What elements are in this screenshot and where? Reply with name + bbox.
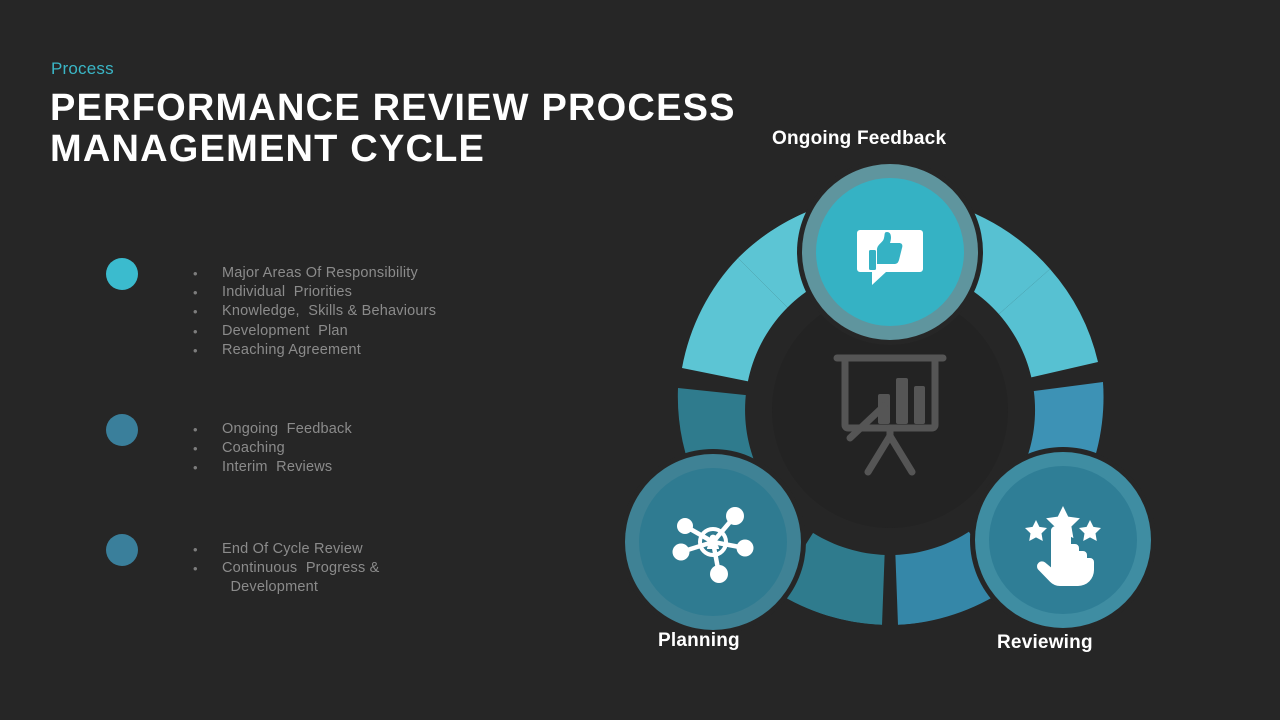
hand-rating-stars-icon [1025,506,1101,586]
list-item: •Interim Reviews [193,458,352,477]
list-item: •Reaching Agreement [193,341,436,360]
presentation-chart-board-icon [833,354,947,476]
list-item: •Knowledge, Skills & Behaviours [193,302,436,321]
cycle-node-ongoing-feedback[interactable] [797,159,983,345]
bullet-marker: • [193,561,198,577]
group-list: •End Of Cycle Review •Continuous Progres… [193,540,380,598]
group-dot [106,534,138,566]
node-label-reviewing: Reviewing [997,632,1093,653]
group-list: •Ongoing Feedback •Coaching •Interim Rev… [193,420,352,478]
list-item: •Individual Priorities [193,283,436,302]
bullet-marker: • [193,285,198,301]
thumbs-up-speech-bubble-icon [857,230,923,285]
bullet-marker: • [193,323,198,339]
group-list: •Major Areas Of Responsibility •Individu… [193,264,436,360]
list-item: •Coaching [193,439,352,458]
bullet-marker: • [193,304,198,320]
eyebrow-label: Process [51,59,114,78]
list-item: •Ongoing Feedback [193,420,352,439]
bullet-groups: •Major Areas Of Responsibility •Individu… [106,256,536,598]
bullet-marker: • [193,460,198,476]
bullet-group: •Ongoing Feedback •Coaching •Interim Rev… [106,412,536,532]
list-item: •Continuous Progress & Development [193,560,380,596]
node-label-planning: Planning [658,630,740,651]
list-item: •Development Plan [193,322,436,341]
list-item: •Major Areas Of Responsibility [193,264,436,283]
bullet-marker: • [193,422,198,437]
bullet-marker: • [193,441,198,457]
node-label-ongoing-feedback: Ongoing Feedback [772,128,947,149]
list-item: •End Of Cycle Review [193,540,380,559]
bullet-marker: • [193,542,198,557]
page-title: PERFORMANCE REVIEW PROCESS MANAGEMENT CY… [50,87,736,170]
network-hub-person-icon [672,507,754,583]
bullet-group: •Major Areas Of Responsibility •Individu… [106,256,536,412]
group-dot [106,414,138,446]
process-cycle-diagram: Ongoing Feedback Planning Reviewing [620,110,1160,680]
bullet-marker: • [193,342,198,358]
bullet-group: •End Of Cycle Review •Continuous Progres… [106,532,536,598]
cycle-node-reviewing[interactable] [970,447,1156,633]
bullet-marker: • [193,266,198,281]
group-dot [106,258,138,290]
cycle-node-planning[interactable] [620,449,806,635]
